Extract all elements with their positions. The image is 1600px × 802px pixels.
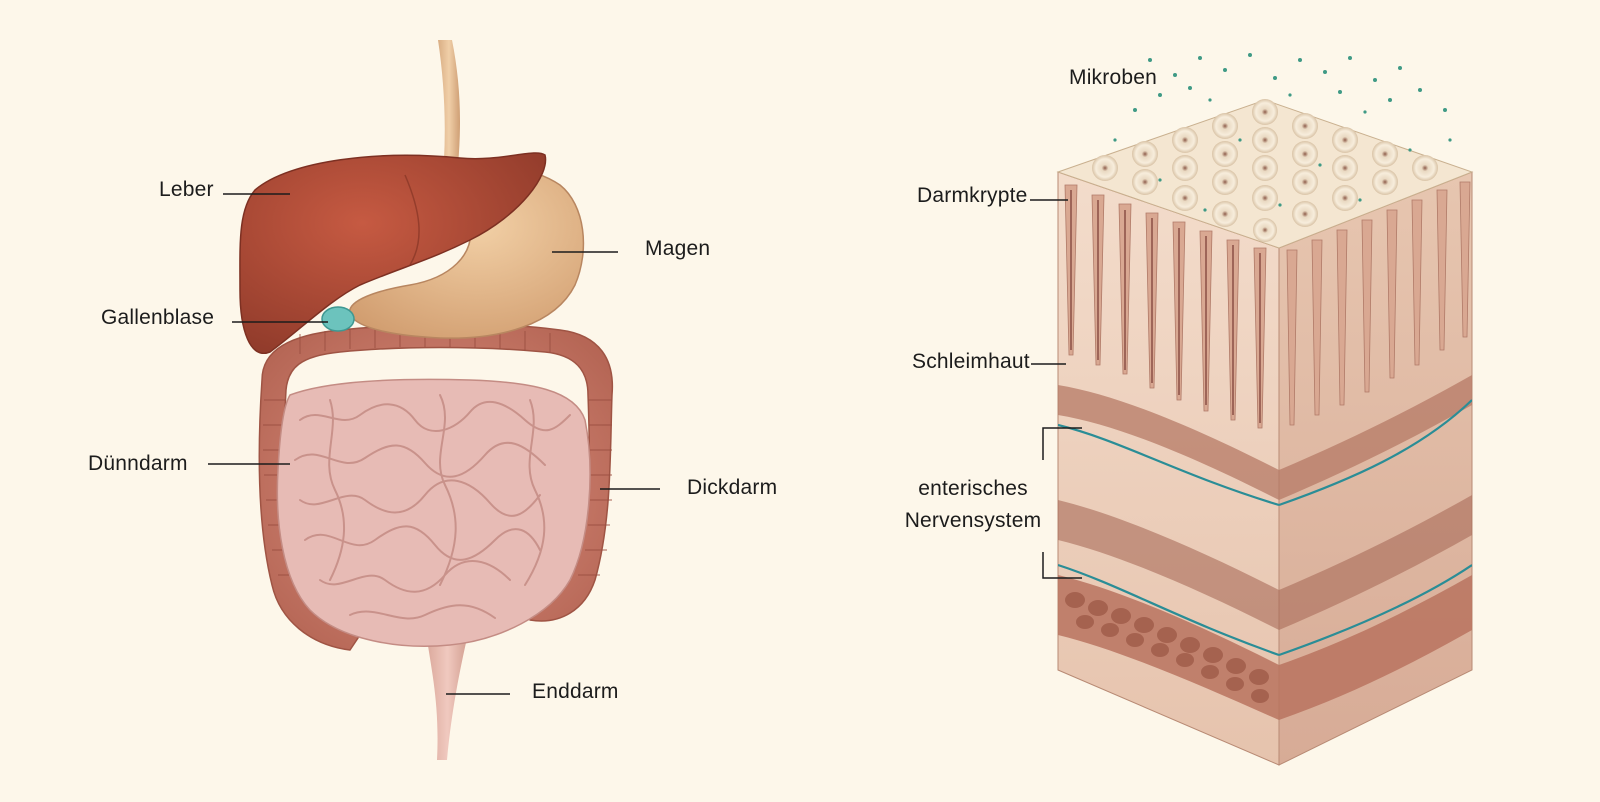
liver — [239, 152, 547, 355]
label-small-intestine: Dünndarm — [88, 452, 188, 475]
tissue-block — [1056, 53, 1474, 766]
digestive-tract — [239, 40, 614, 760]
stomach — [348, 164, 585, 339]
label-liver: Leber — [159, 178, 214, 201]
right-leader-lines — [1030, 199, 1082, 579]
label-large-intestine: Dickdarm — [687, 476, 778, 499]
esophagus — [438, 40, 460, 165]
rectum — [425, 625, 470, 760]
microbes — [1113, 53, 1452, 212]
label-ens-line2: Nervensystem — [904, 509, 1042, 532]
label-enteric-nervous-system: enterisches Nervensystem — [898, 473, 1048, 537]
crypt-openings — [1092, 99, 1438, 242]
label-microbes: Mikroben — [1069, 66, 1157, 89]
label-gallbladder: Gallenblase — [101, 306, 215, 329]
label-mucosa: Schleimhaut — [912, 350, 1030, 373]
gallbladder — [321, 306, 355, 332]
label-stomach: Magen — [645, 237, 711, 260]
label-ens-line1: enterisches — [918, 477, 1028, 500]
label-rectum: Enddarm — [532, 680, 619, 703]
label-crypt: Darmkrypte — [917, 184, 1028, 207]
left-leader-lines — [208, 193, 660, 695]
